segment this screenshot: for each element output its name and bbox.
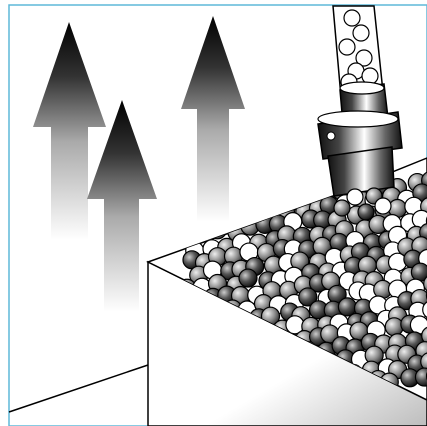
gray-bead [425,285,427,306]
nozzle [317,81,403,197]
gray-bead [420,352,427,372]
arrow-up-icon [181,16,245,222]
dark-bead [414,367,427,387]
white-bead [418,248,427,269]
dark-bead [238,268,258,288]
arrow-up-icon [33,22,106,240]
dark-bead [425,211,427,231]
gray-bead [423,274,427,294]
tube-beads [338,9,379,91]
dark-bead [337,297,357,317]
gray-bead [333,199,351,217]
collar-rim [339,81,385,95]
dark-bead [298,287,318,307]
gray-bead [421,326,427,346]
bolt-icon [326,131,336,141]
white-bead [355,49,373,67]
white-bead [338,38,356,56]
dark-bead [357,203,375,221]
white-bead [346,188,364,206]
arrows-group [33,16,245,312]
arrow-up-icon [87,100,157,312]
white-bead [374,197,392,215]
clamp-rim [317,110,399,128]
floor-line [8,364,149,413]
nozzle-outlet [327,146,395,197]
falling-beads [333,187,392,221]
gray-bead [384,317,404,337]
white-bead [422,300,427,320]
white-bead [352,24,370,42]
feed-tube [332,5,384,98]
white-bead [343,9,361,27]
